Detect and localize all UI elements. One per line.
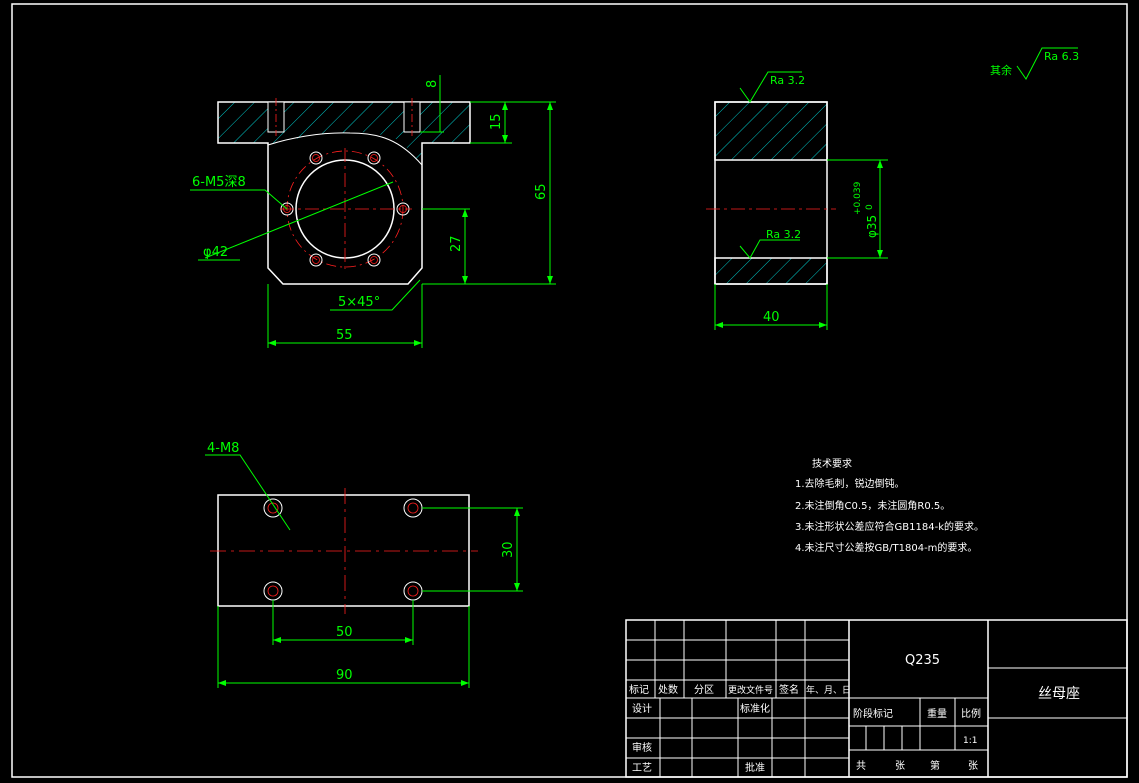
section-view [706,101,836,285]
section-roughness-top: Ra 3.2 [770,74,805,87]
tb-sheet-no: 第 [930,759,940,772]
tb-scale: 比例 [961,707,981,720]
tb-design: 设计 [632,702,652,715]
front-dim-arrows [268,102,553,346]
surface-finish-value: Ra 6.3 [1044,50,1079,63]
section-dimensions [714,47,1078,330]
tb-header-cell: 处数 [658,683,678,696]
top-mounting-hole [403,498,423,518]
front-hole-depth-dim: 8 [425,80,440,88]
tech-req-title: 技术要求 [812,457,852,470]
tb-part-name: 丝母座 [1038,686,1080,702]
top-view [210,488,478,614]
section-width-dim: 40 [763,310,780,325]
top-hole-core [267,502,279,514]
tech-req-item: 2.未注倒角C0.5，未注圆角R0.5。 [795,499,950,512]
tapped-hole [309,151,323,165]
tapped-hole-core [312,154,320,162]
title-block [625,619,1128,778]
section-roughness-bore: Ra 3.2 [766,228,801,241]
drawing-border [11,3,1128,778]
tb-sheet-unit-1: 张 [895,760,905,772]
top-hole-core [407,502,419,514]
front-width-dim: 55 [336,328,353,343]
tech-req-item: 3.未注形状公差应符合GB1184-k的要求。 [795,520,984,533]
surface-finish-prefix: 其余 [990,63,1012,77]
tapped-hole [367,253,381,267]
front-circle-dia: φ42 [203,245,228,260]
front-view [217,98,471,285]
section-bore-dia: φ35 [865,215,879,238]
top-length-dim: 90 [336,668,353,683]
front-thread-callout: 6-M5深8 [192,175,246,190]
tb-weight: 重量 [927,707,947,720]
tb-header-cell: 更改文件号 [728,684,773,696]
top-hole-core [407,585,419,597]
tech-requirements: 技术要求 1.去除毛刺，锐边倒钝。 2.未注倒角C0.5，未注圆角R0.5。 3… [795,457,984,554]
tapped-hole [367,151,381,165]
tb-stage-mark: 阶段标记 [853,707,893,720]
tech-req-item: 4.未注尺寸公差按GB/T1804-m的要求。 [795,541,977,554]
top-dimensions [205,454,523,688]
front-outline [217,101,471,285]
front-flange-hatch [218,102,470,165]
section-outline [714,101,828,285]
tb-sheet-unit-2: 张 [968,760,978,772]
section-top-hatch [714,101,828,161]
front-flange-dim: 15 [489,113,504,130]
section-bore-tol-lower: 0 [865,204,875,210]
tb-header-cell: 分区 [694,684,714,696]
tb-approve: 批准 [745,761,765,774]
tb-process: 工艺 [632,762,652,774]
tb-material: Q235 [905,653,940,668]
top-hole-core [267,585,279,597]
section-bore-tol-upper: +0.039 [853,181,863,215]
top-outline [217,494,470,607]
tb-scale-value: 1:1 [963,736,977,746]
top-mounting-hole [263,498,283,518]
top-dim-arrows [218,508,520,686]
top-mounting-hole [263,581,283,601]
front-height-dim: 65 [534,183,549,200]
front-center-height-dim: 27 [449,235,464,252]
tapped-hole-core [312,256,320,264]
section-bottom-hatch [714,257,828,285]
top-hole-spacing-y: 30 [501,541,516,558]
front-break-line [267,132,423,166]
tb-header-cell: 标记 [629,684,649,696]
section-dim-arrows [715,160,883,328]
top-mounting-hole [403,581,423,601]
front-dimensions [190,75,556,348]
tapped-hole-core [370,154,378,162]
tapped-hole-core [370,256,378,264]
tb-header-cell: 签名 [779,683,799,696]
tb-review: 审核 [632,741,652,754]
tb-total-sheets: 共 [856,760,866,772]
top-thread-callout: 4-M8 [207,441,239,456]
top-hole-spacing-x: 50 [336,625,353,640]
tapped-hole [309,253,323,267]
tb-header-cell: 年、月、日 [806,684,851,696]
tb-standardization: 标准化 [740,702,770,715]
front-tapped-holes [280,151,410,267]
tech-req-item: 1.去除毛刺，锐边倒钝。 [795,477,905,490]
front-chamfer: 5×45° [338,295,380,310]
